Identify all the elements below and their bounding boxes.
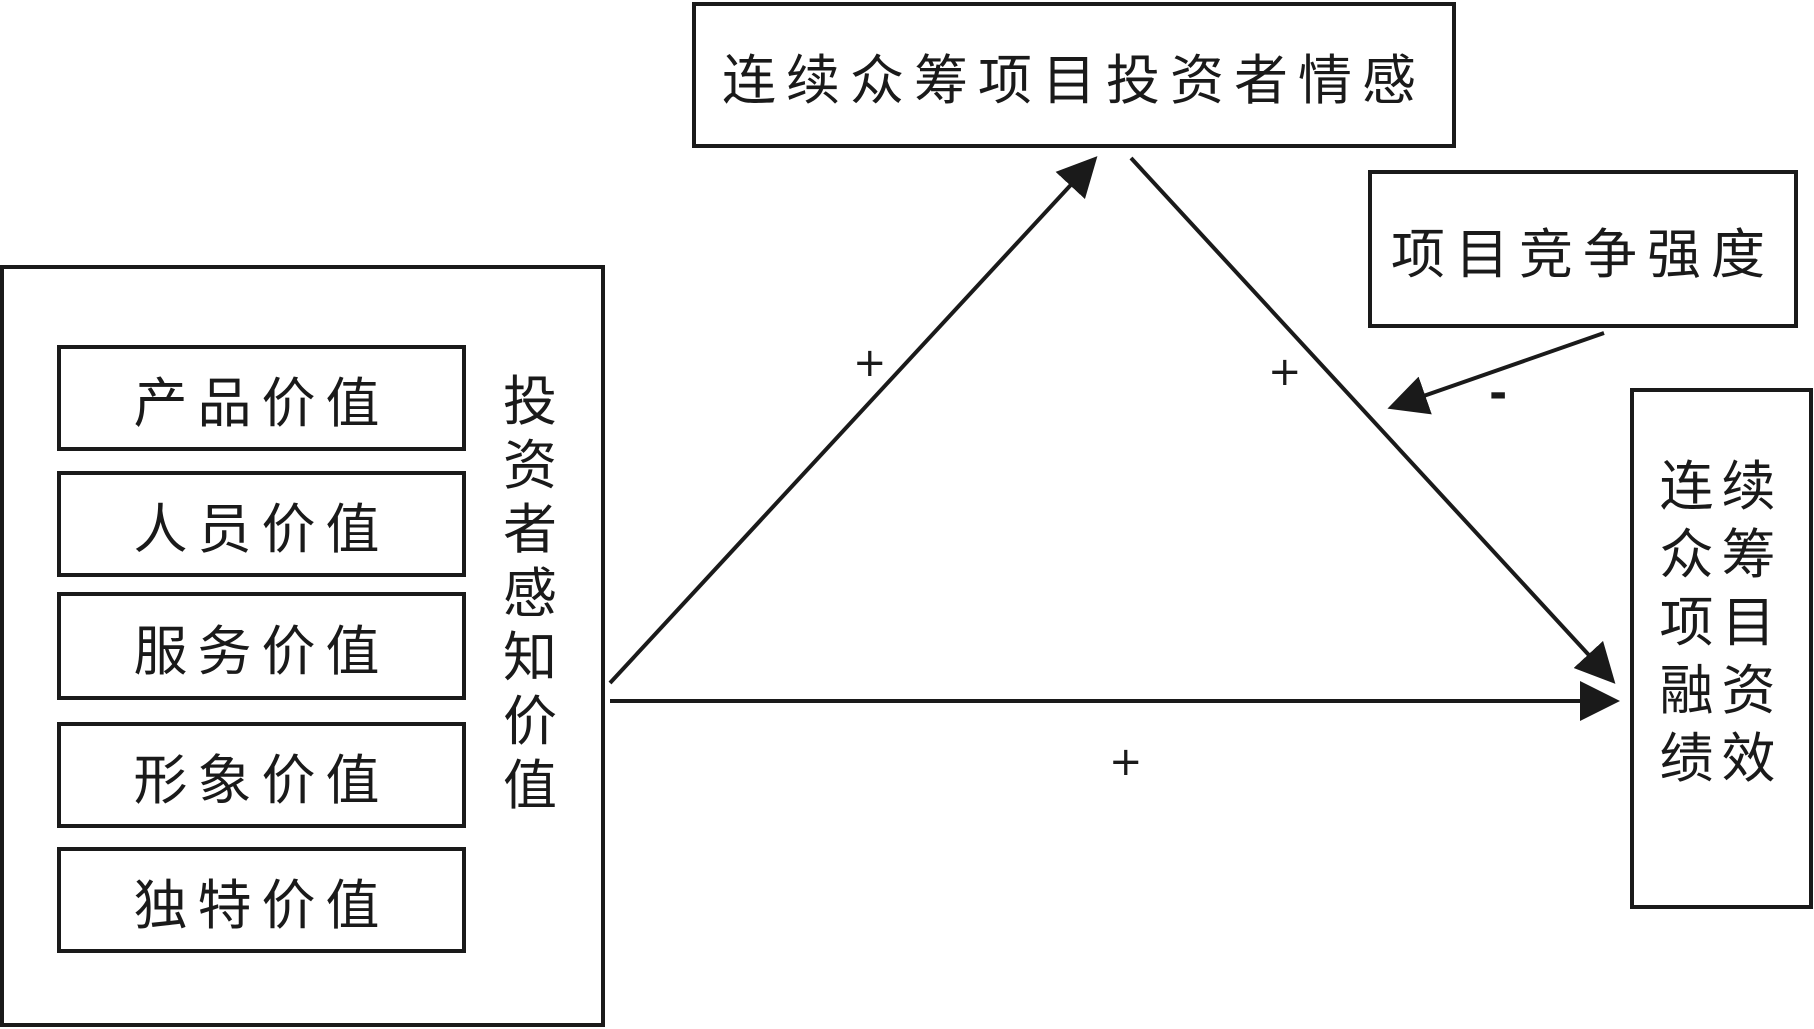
perceived-value-label: 投资者感知价值 — [470, 375, 590, 813]
arrow-value-to-emotion — [608, 156, 1098, 685]
vertical-text-row: 者 — [503, 498, 557, 561]
value-item-label: 人员价值 — [133, 497, 390, 561]
competition-node-label: 项目竞争强度 — [1391, 222, 1775, 286]
emotion-node-label: 连续众筹项目投资者情感 — [722, 48, 1426, 112]
vertical-text-row: 知 — [503, 626, 557, 689]
vertical-text-row: 投 — [503, 370, 557, 433]
performance-node — [1630, 388, 1813, 909]
vertical-text-row: 感 — [503, 562, 557, 625]
value-item-unique — [57, 847, 466, 953]
sign-value-to-performance: + — [1109, 739, 1143, 785]
vertical-text-row: 众筹 — [1659, 523, 1784, 586]
emotion-node — [692, 2, 1456, 148]
competition-node — [1368, 170, 1798, 328]
sign-emotion-to-performance: + — [1268, 349, 1302, 395]
vertical-text-row: 值 — [503, 754, 557, 817]
vertical-text-row: 价 — [503, 690, 557, 753]
sign-competition-moderation: - — [1489, 368, 1508, 419]
value-item-product — [57, 345, 466, 451]
value-item-image — [57, 722, 466, 828]
vertical-text-row: 连续 — [1659, 455, 1784, 518]
value-item-label: 独特价值 — [133, 873, 390, 937]
value-item-personnel — [57, 471, 466, 577]
vertical-text-row: 绩效 — [1659, 727, 1784, 790]
vertical-text-row: 项目 — [1659, 591, 1784, 654]
vertical-text-row: 融资 — [1659, 659, 1784, 722]
performance-node-label: 连续众筹项目融资绩效 — [1634, 460, 1809, 786]
value-item-label: 产品价值 — [133, 371, 390, 435]
value-item-label: 服务价值 — [133, 619, 390, 683]
value-item-service — [57, 592, 466, 700]
vertical-text-row: 资 — [503, 434, 557, 497]
value-item-label: 形象价值 — [133, 748, 390, 812]
sign-value-to-emotion: + — [853, 340, 887, 386]
